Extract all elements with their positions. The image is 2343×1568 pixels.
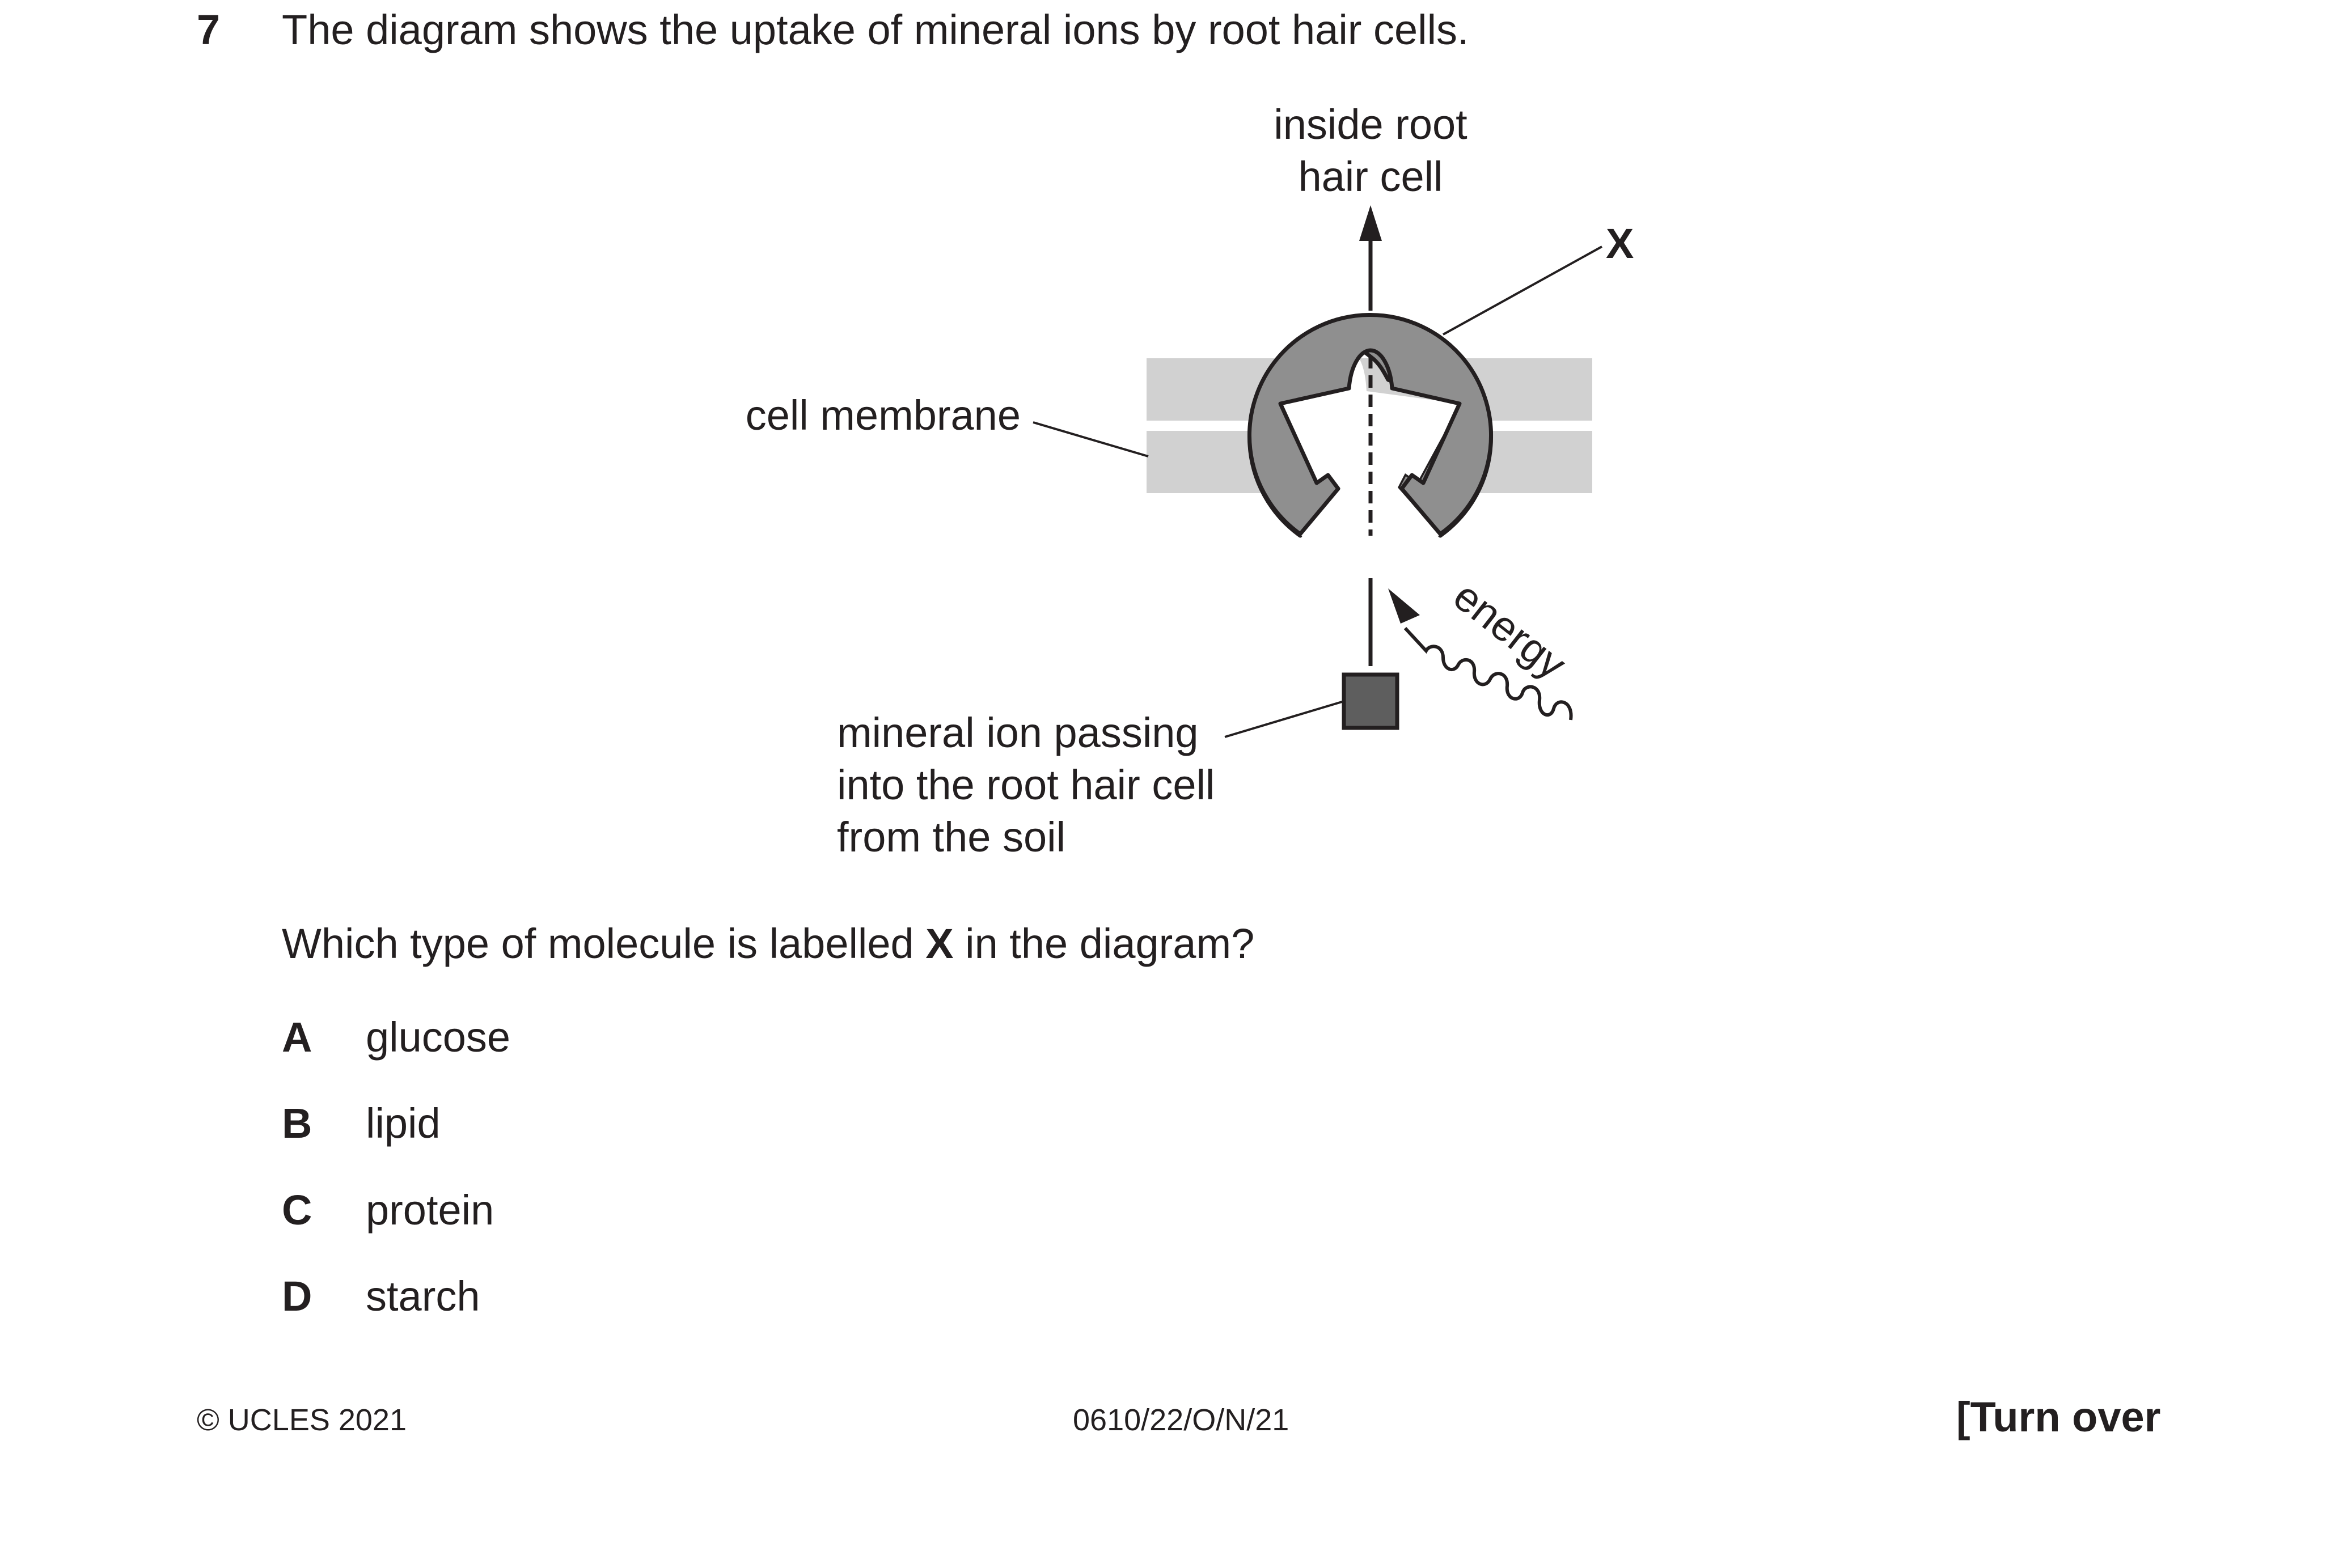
label-ion-line2: into the root hair cell [837, 761, 1215, 808]
question-prompt: Which type of molecule is labelled X in … [282, 918, 1254, 969]
label-x: X [1606, 220, 1634, 267]
label-inside-line1: inside root [1274, 101, 1467, 148]
footer-paper-code: 0610/22/O/N/21 [1073, 1403, 1289, 1437]
membrane-leader-line [1033, 421, 1149, 457]
option-c-letter[interactable]: C [282, 1186, 312, 1234]
turn-over-label: [Turn over [1956, 1393, 2161, 1440]
option-d-letter[interactable]: D [282, 1273, 312, 1320]
prompt-after: in the diagram? [953, 920, 1255, 967]
membrane-transport-diagram: inside root hair cell X cell membrane en… [746, 101, 1634, 861]
footer-copyright: © UCLES 2021 [197, 1403, 407, 1437]
exit-arrowhead-icon [1359, 205, 1382, 241]
label-ion-line3: from the soil [837, 813, 1065, 861]
question-stem: The diagram shows the uptake of mineral … [282, 6, 1469, 53]
option-c-text[interactable]: protein [366, 1186, 494, 1234]
option-b-letter[interactable]: B [282, 1100, 312, 1147]
option-b-text[interactable]: lipid [366, 1100, 441, 1147]
option-a-text[interactable]: glucose [366, 1014, 511, 1061]
prompt-before: Which type of molecule is labelled [282, 920, 926, 967]
prompt-bold-x: X [925, 920, 954, 967]
label-energy: energy [1445, 572, 1575, 688]
label-cell-membrane: cell membrane [746, 392, 1021, 439]
energy-wavy-line [1403, 626, 1573, 721]
option-d-text[interactable]: starch [366, 1273, 480, 1320]
mineral-ion-square [1342, 672, 1399, 730]
ion-leader-line [1224, 700, 1344, 738]
label-ion-line1: mineral ion passing [837, 709, 1199, 756]
x-leader-line [1443, 245, 1602, 336]
option-a-letter[interactable]: A [282, 1014, 312, 1061]
label-inside-line2: hair cell [1299, 153, 1443, 200]
question-number: 7 [197, 6, 221, 53]
carrier-protein-shape [1247, 313, 1493, 536]
energy-arrowhead-icon [1388, 588, 1420, 624]
